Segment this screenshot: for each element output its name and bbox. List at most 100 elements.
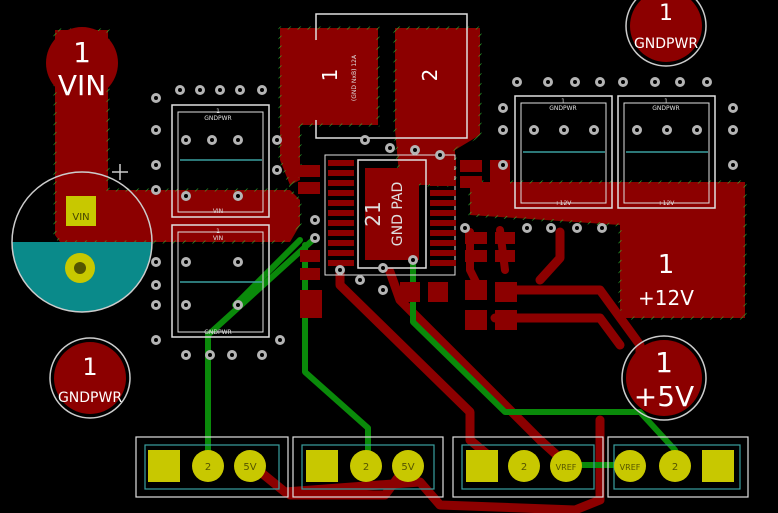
module-pin-label: 1 (216, 108, 220, 115)
inductor-pad-1-label: 1 (318, 69, 342, 82)
test-point-vin[interactable]: 1 VIN (46, 27, 118, 102)
connector-pin[interactable] (702, 450, 734, 482)
capacitor-pad-1-label: VIN (72, 212, 89, 223)
vias (151, 77, 738, 360)
regulator-ic[interactable]: 21 GND PAD (324, 154, 456, 276)
module-pin-label: 1 (216, 228, 220, 235)
electrolytic-capacitor[interactable]: VIN (11, 164, 153, 313)
ic-pin (430, 180, 456, 186)
ic-pin (430, 170, 456, 176)
via-hole (501, 106, 505, 110)
connector-pin[interactable] (550, 450, 582, 482)
module-bottom-left[interactable]: 1 VIN GNDPWR (171, 224, 270, 338)
via-hole (275, 168, 279, 172)
ic-pin (328, 230, 354, 236)
module-right-a[interactable]: 1 GNDPWR +12V (514, 95, 613, 209)
via-hole (532, 128, 536, 132)
via-hole (184, 260, 188, 264)
module-pin-label: 1 (664, 98, 668, 105)
inductor-pad-2-label: 2 (418, 69, 442, 82)
via-hole (695, 128, 699, 132)
module-top-left[interactable]: 1 GNDPWR VIN (171, 104, 270, 218)
via-hole (653, 80, 657, 84)
connector-1[interactable]: 2 5V (135, 436, 289, 498)
connector-pin-label: 2 (205, 462, 211, 473)
ic-pin (430, 190, 456, 196)
test-point-number: 1 (659, 1, 673, 26)
via-hole (411, 258, 415, 262)
connector-pin-label: 2 (363, 462, 369, 473)
via-hole (154, 338, 158, 342)
connector-pin[interactable] (614, 450, 646, 482)
via-hole (210, 138, 214, 142)
test-point-number: 1 (658, 250, 675, 280)
connector-3[interactable]: 2 VREF (452, 436, 604, 498)
via-hole (236, 260, 240, 264)
test-point-net: GNDPWR (58, 390, 122, 406)
test-point-net: VIN (58, 69, 106, 102)
via-hole (705, 80, 709, 84)
via-hole (236, 303, 240, 307)
via-hole (208, 353, 212, 357)
via-hole (598, 80, 602, 84)
test-point-gnd-top[interactable]: 1 GNDPWR (625, 0, 707, 67)
test-point-12v[interactable]: 1 +12V (638, 250, 694, 310)
connector-pin-label: 2 (672, 462, 678, 473)
test-point-number: 1 (73, 36, 91, 69)
module-net-label: GNDPWR (652, 105, 679, 112)
via-hole (381, 288, 385, 292)
connector-pin[interactable] (234, 450, 266, 482)
module-net-label: GNDPWR (549, 105, 576, 112)
via-hole (562, 128, 566, 132)
ic-pin (328, 250, 354, 256)
via-hole (154, 188, 158, 192)
via-hole (678, 80, 682, 84)
via-hole (184, 194, 188, 198)
module-net-label: GNDPWR (204, 115, 231, 122)
ic-value: GND PAD (390, 182, 406, 246)
ic-pin (328, 260, 354, 266)
capacitor-pad-1[interactable] (66, 196, 96, 226)
passive-components (298, 160, 517, 330)
via-hole (218, 88, 222, 92)
via-hole (238, 88, 242, 92)
via-hole (154, 163, 158, 167)
via-hole (236, 194, 240, 198)
connector-4[interactable]: VREF 2 (607, 436, 749, 498)
via-hole (154, 260, 158, 264)
via-hole (600, 226, 604, 230)
test-point-net: +12V (638, 286, 694, 310)
connector-pin-label: 5V (401, 462, 414, 473)
via-hole (184, 303, 188, 307)
ic-pin (328, 190, 354, 196)
connector-pin[interactable] (350, 450, 382, 482)
ic-pins (328, 160, 456, 266)
test-point-gnd-left[interactable]: 1 GNDPWR (49, 337, 131, 419)
ic-pin (430, 220, 456, 226)
ic-pin (328, 160, 354, 166)
bottom-traces (205, 235, 678, 468)
connector-pin[interactable] (659, 450, 691, 482)
connector-pin[interactable] (508, 450, 540, 482)
via-hole (635, 128, 639, 132)
connector-pin-label: 2 (521, 462, 527, 473)
inductor[interactable]: 1 2 (GND NxB) 12A (310, 13, 468, 139)
module-net-bottom: +12V (658, 200, 676, 207)
connector-pin[interactable] (306, 450, 338, 482)
ic-pin (430, 210, 456, 216)
connector-pin[interactable] (192, 450, 224, 482)
ic-pin (328, 220, 354, 226)
via-hole (363, 138, 367, 142)
test-point-5v[interactable]: 1 +5V (621, 335, 707, 421)
via-hole (501, 163, 505, 167)
ic-pin (430, 260, 456, 266)
connector-pin[interactable] (392, 450, 424, 482)
connector-pin[interactable] (148, 450, 180, 482)
via-hole (198, 88, 202, 92)
via-hole (621, 80, 625, 84)
connector-pin[interactable] (466, 450, 498, 482)
module-right-b[interactable]: 1 GNDPWR +12V (617, 95, 716, 209)
connector-2[interactable]: 2 5V (292, 436, 444, 498)
via-hole (154, 283, 158, 287)
